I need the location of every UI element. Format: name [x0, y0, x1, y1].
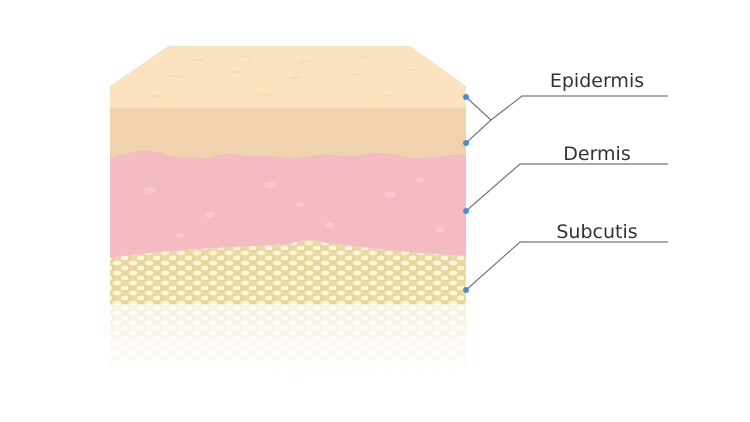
- epidermis-leader-line-ext: [490, 95, 668, 121]
- epidermis-top-marker: [463, 94, 469, 100]
- epidermis-label: Epidermis: [550, 70, 644, 92]
- dermis-layer: [110, 150, 466, 258]
- epidermis-top-surface: [110, 46, 466, 108]
- subcutis-label: Subcutis: [556, 221, 637, 243]
- dermis-marker: [463, 208, 469, 214]
- epidermis-bottom-marker: [463, 140, 469, 146]
- epidermis-lower-layer: [110, 108, 466, 158]
- fade-reflection: [110, 302, 466, 372]
- marker-dots: [463, 94, 469, 293]
- dermis-texture: [144, 177, 445, 238]
- epidermis-leader-line: [465, 96, 492, 144]
- leader-lines: [465, 95, 668, 291]
- dermis-leader-line: [465, 163, 668, 212]
- surface-texture: [150, 55, 420, 97]
- subcutis-layer: [110, 239, 466, 304]
- subcutis-marker: [463, 287, 469, 293]
- dermis-label: Dermis: [563, 143, 630, 165]
- subcutis-leader-line: [465, 241, 668, 291]
